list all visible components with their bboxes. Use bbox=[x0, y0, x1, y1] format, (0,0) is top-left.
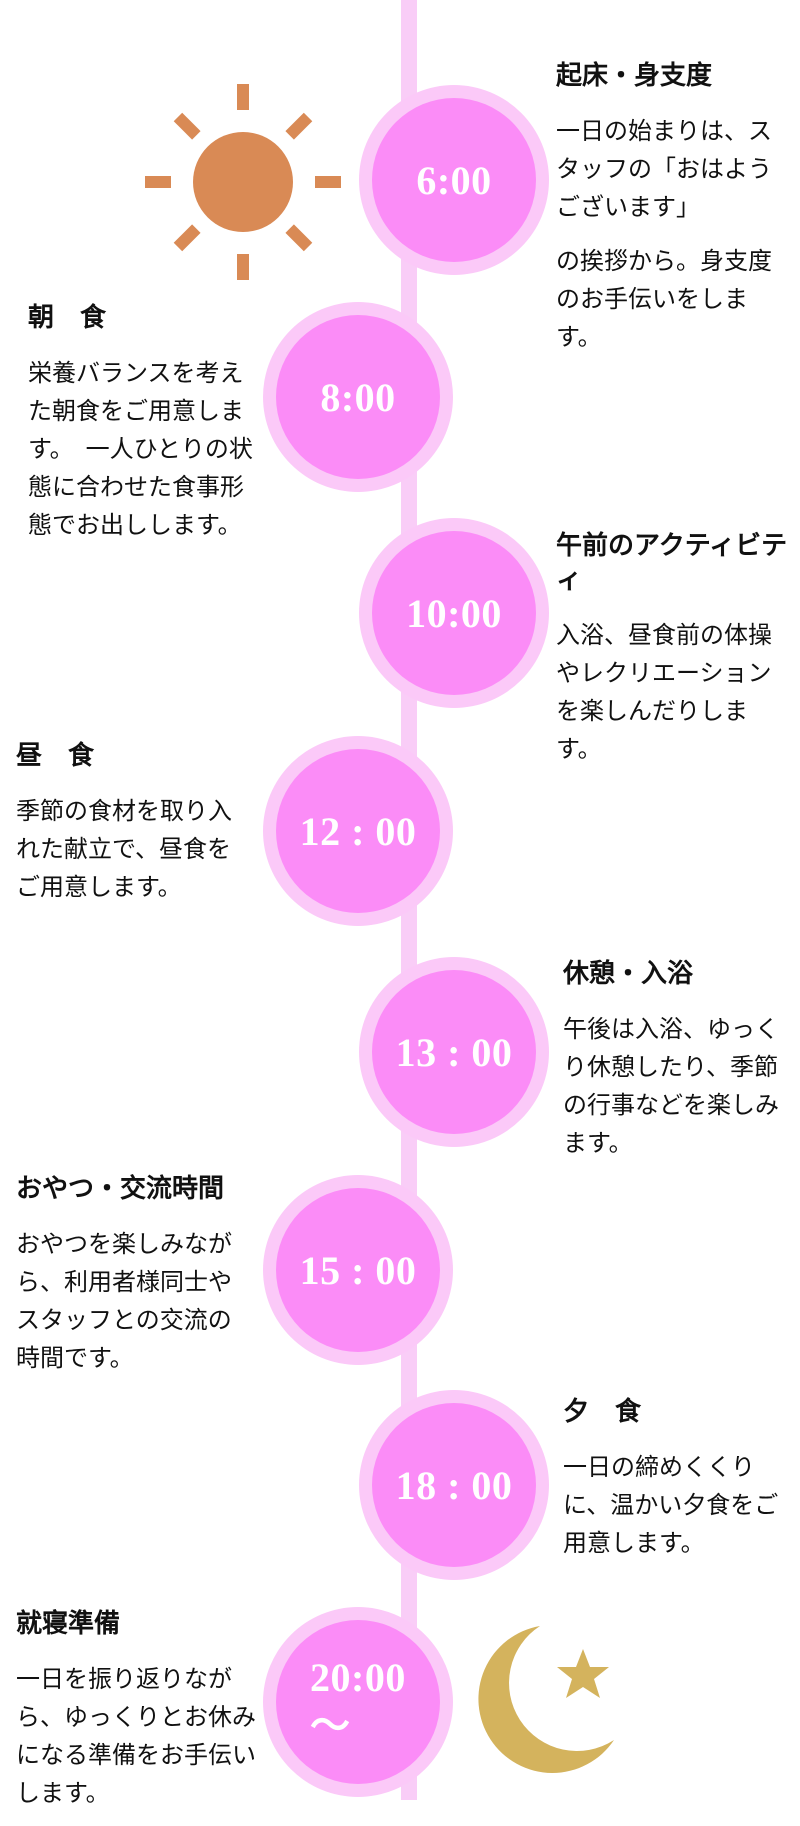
event-wakeup: 起床・身支度 一日の始まりは、スタッフの「おはようございます」 の挨拶から。身支… bbox=[556, 60, 784, 356]
time-label: 18 : 00 bbox=[372, 1403, 536, 1567]
event-title: 夕 食 bbox=[563, 1397, 642, 1427]
event-title: 就寝準備 bbox=[16, 1609, 121, 1639]
event-description: 一日を振り返りながら、ゆっくりとお休みになる準備をお手伝いします。 bbox=[16, 1664, 256, 1807]
time-suffix: 〜 bbox=[310, 1703, 351, 1748]
event-snack-time: おやつ・交流時間 おやつを楽しみながら、利用者様同士やスタッフとの交流の時間です… bbox=[16, 1173, 248, 1377]
time-circle-6: 6:00 bbox=[359, 85, 549, 275]
time-circle-20: 20:00 〜 bbox=[263, 1607, 453, 1797]
crescent-moon-icon bbox=[478, 1626, 614, 1773]
event-description-2: の挨拶から。身支度のお手伝いをします。 bbox=[556, 246, 772, 351]
time-label: 6:00 bbox=[372, 98, 536, 262]
time-circle-18: 18 : 00 bbox=[359, 1390, 549, 1580]
event-description: 季節の食材を取り入れた献立で、昼食をご用意します。 bbox=[16, 796, 232, 901]
event-description: おやつを楽しみながら、利用者様同士やスタッフとの交流の時間です。 bbox=[16, 1229, 232, 1372]
event-description: 午後は入浴、ゆっくり休憩したり、季節の行事などを楽しみます。 bbox=[563, 1014, 779, 1157]
event-title: 昼 食 bbox=[16, 741, 95, 771]
time-circle-13: 13 : 00 bbox=[359, 957, 549, 1147]
event-description: 栄養バランスを考えた朝食をご用意します。 一人ひとりの状態に合わせた食事形態でお… bbox=[28, 358, 253, 539]
event-lunch: 昼 食 季節の食材を取り入れた献立で、昼食をご用意します。 bbox=[16, 740, 246, 906]
event-morning-activity: 午前のアクティビティ 入浴、昼食前の体操やレクリエーションを楽しんだりします。 bbox=[556, 530, 790, 768]
event-description: 入浴、昼食前の体操やレクリエーションを楽しんだりします。 bbox=[556, 620, 772, 763]
time-label: 10:00 bbox=[372, 531, 536, 695]
sun-icon bbox=[145, 84, 341, 280]
event-title: 午前のアクティビティ bbox=[556, 531, 788, 595]
time-label: 8:00 bbox=[276, 315, 440, 479]
event-rest-bath: 休憩・入浴 午後は入浴、ゆっくり休憩したり、季節の行事などを楽しみます。 bbox=[563, 958, 793, 1162]
event-bedtime: 就寝準備 一日を振り返りながら、ゆっくりとお休みになる準備をお手伝いします。 bbox=[16, 1608, 266, 1812]
star-icon bbox=[557, 1649, 609, 1698]
event-title: おやつ・交流時間 bbox=[16, 1174, 225, 1204]
time-circle-10: 10:00 bbox=[359, 518, 549, 708]
time-circle-8: 8:00 bbox=[263, 302, 453, 492]
time-label: 20:00 〜 bbox=[276, 1620, 440, 1784]
event-title: 起床・身支度 bbox=[556, 61, 713, 91]
time-circle-12: 12 : 00 bbox=[263, 736, 453, 926]
event-description: 一日の締めくくりに、温かい夕食をご用意します。 bbox=[563, 1452, 779, 1557]
time-label: 13 : 00 bbox=[372, 970, 536, 1134]
time-label: 12 : 00 bbox=[276, 749, 440, 913]
event-dinner: 夕 食 一日の締めくくりに、温かい夕食をご用意します。 bbox=[563, 1396, 793, 1562]
event-breakfast: 朝 食 栄養バランスを考えた朝食をご用意します。 一人ひとりの状態に合わせた食事… bbox=[28, 302, 258, 544]
time-circle-15: 15 : 00 bbox=[263, 1175, 453, 1365]
time-label: 15 : 00 bbox=[276, 1188, 440, 1352]
event-description: 一日の始まりは、スタッフの「おはようございます」 bbox=[556, 116, 772, 221]
event-title: 休憩・入浴 bbox=[563, 959, 694, 989]
event-title: 朝 食 bbox=[28, 303, 107, 333]
time-text: 20:00 bbox=[310, 1655, 406, 1700]
